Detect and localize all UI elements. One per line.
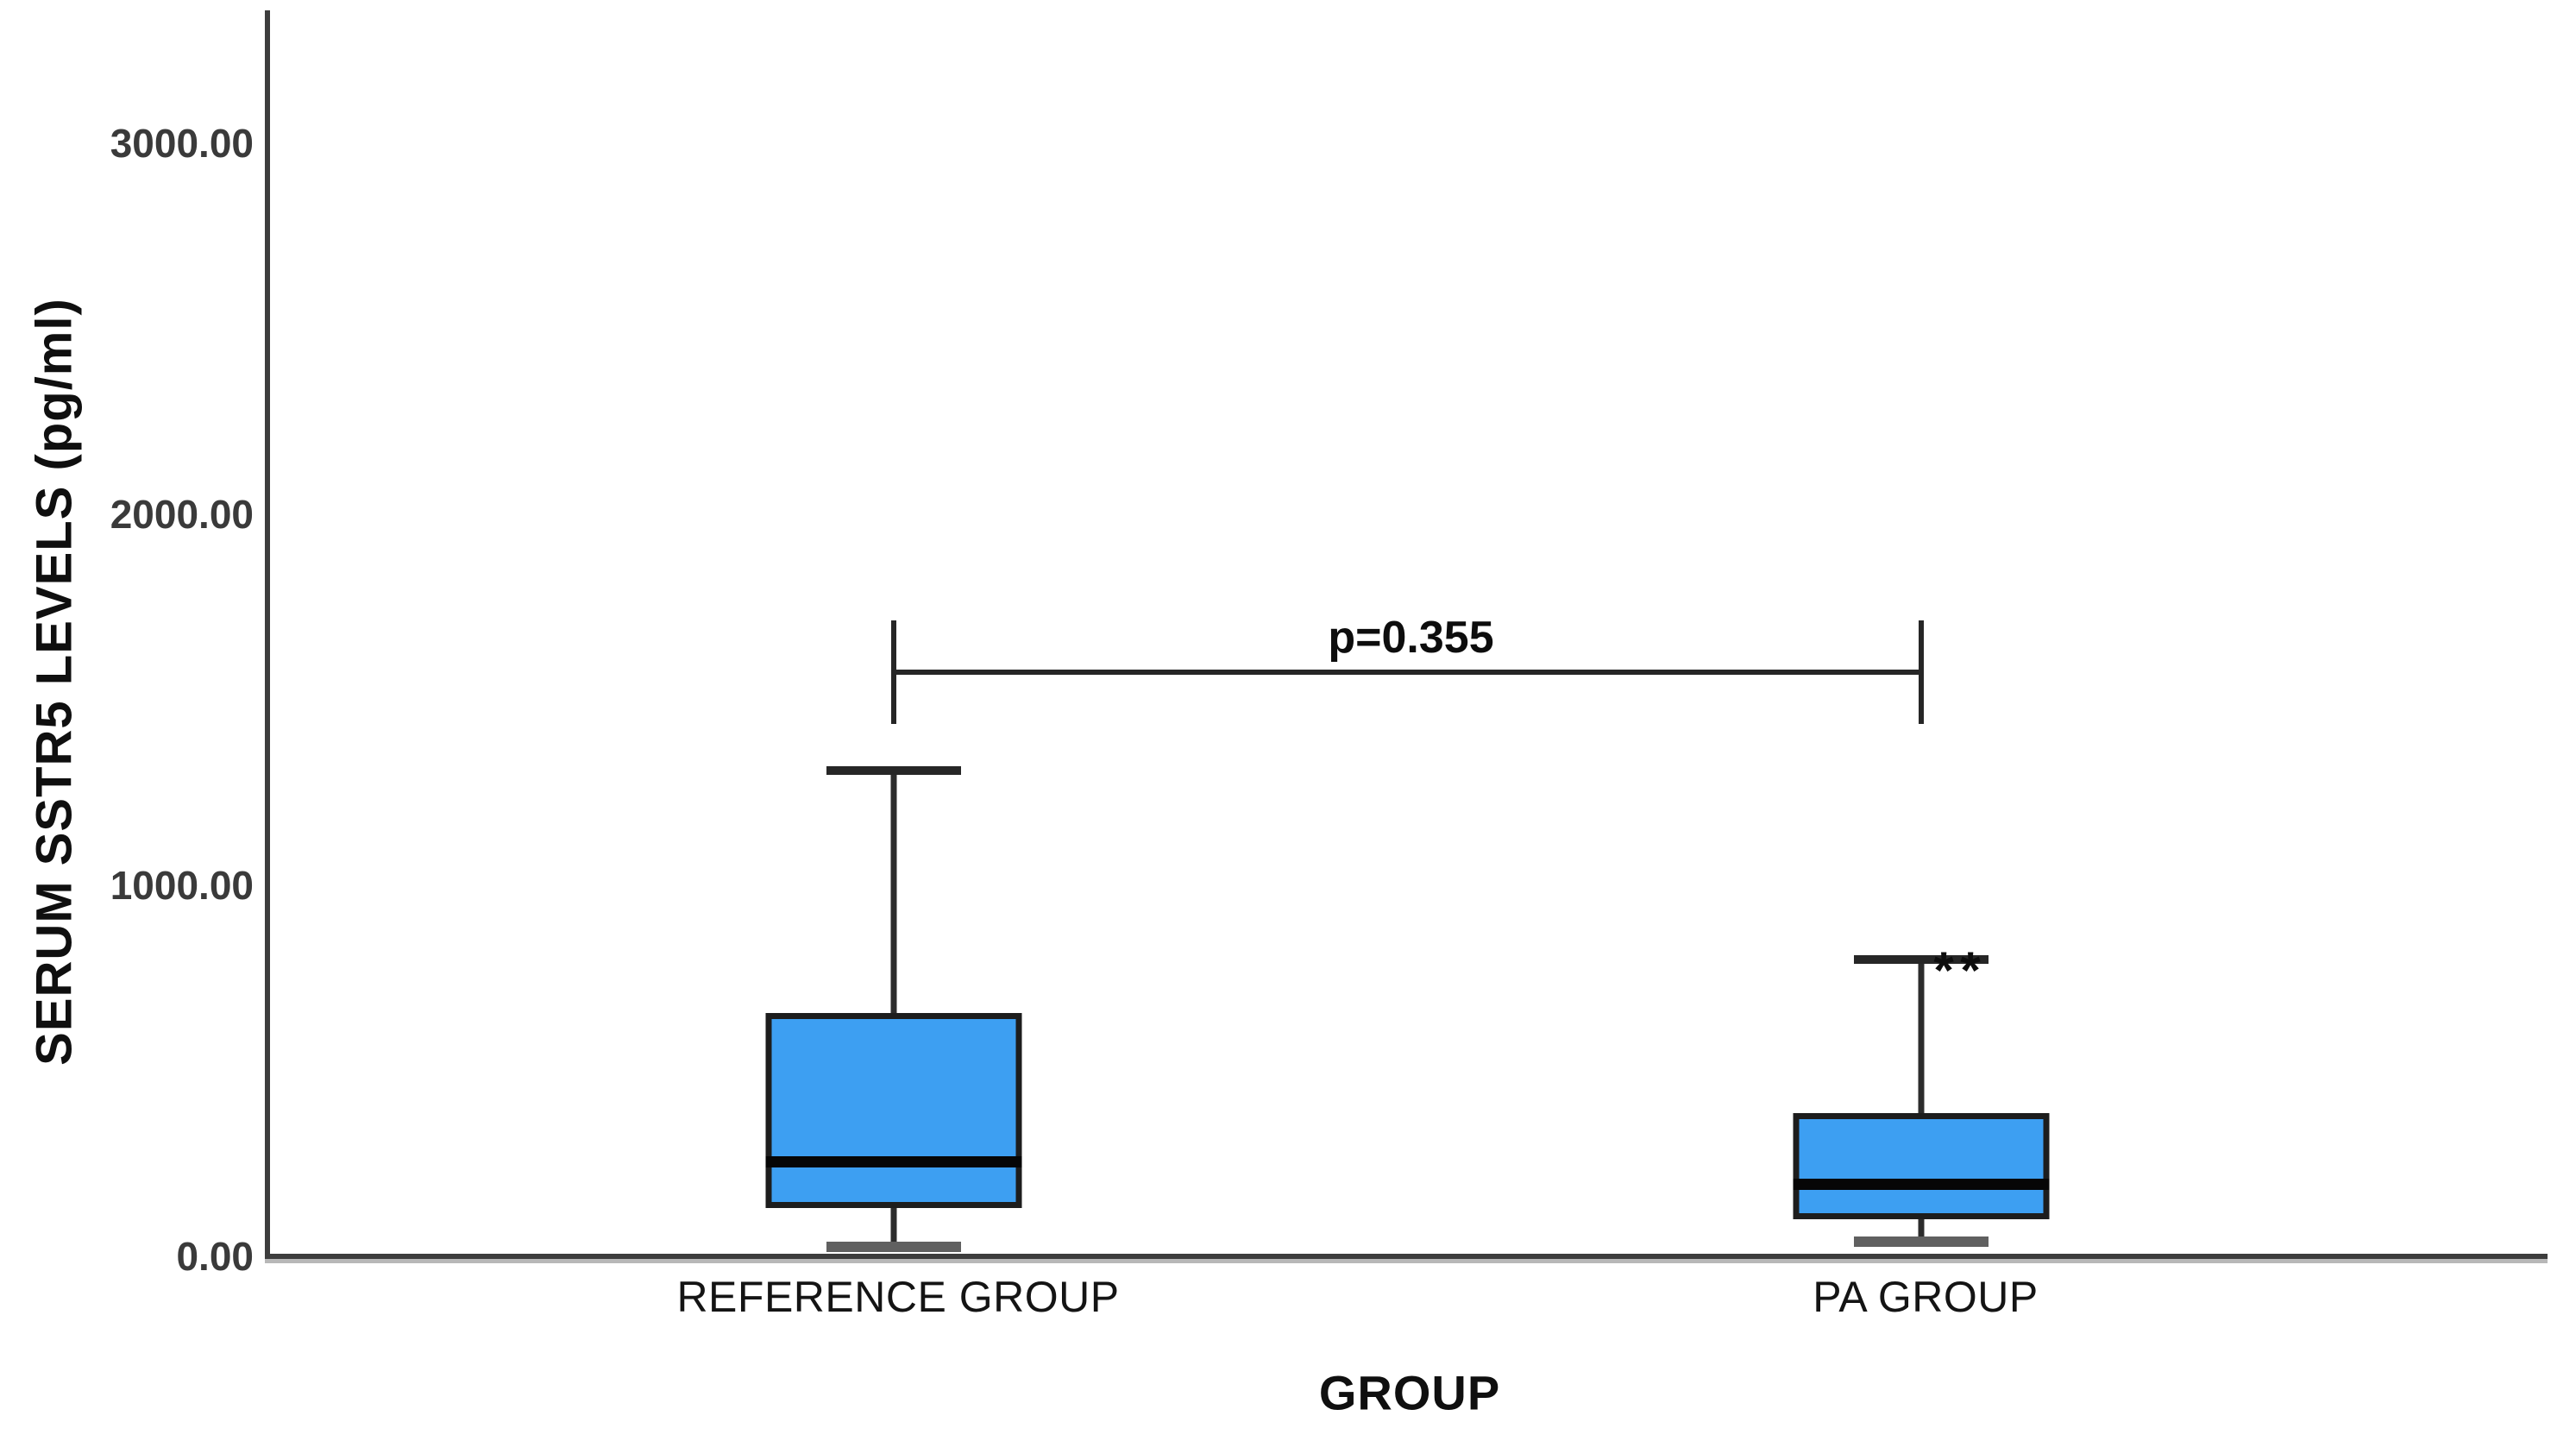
x-axis-title: GROUP bbox=[1318, 1365, 1501, 1420]
y-tick-label: 3000.00 bbox=[110, 121, 254, 166]
upper-whisker-cap bbox=[1854, 955, 1989, 964]
iqr-box bbox=[1793, 1113, 2050, 1219]
lower-whisker bbox=[1918, 1219, 1925, 1242]
significance-bracket-right-end bbox=[1919, 620, 1924, 724]
iqr-box bbox=[765, 1013, 1022, 1208]
lower-whisker-cap bbox=[826, 1242, 961, 1252]
p-value-label: p=0.355 bbox=[1328, 613, 1494, 663]
y-axis-line bbox=[265, 10, 270, 1259]
y-tick-label: 0.00 bbox=[176, 1234, 254, 1279]
lower-whisker bbox=[890, 1208, 897, 1247]
upper-whisker-cap bbox=[826, 766, 961, 775]
upper-whisker bbox=[890, 771, 897, 1013]
significance-bracket-line bbox=[894, 670, 1921, 675]
y-tick-label: 2000.00 bbox=[110, 492, 254, 537]
outlier-marker: * bbox=[1960, 941, 1981, 999]
median-line bbox=[765, 1156, 1022, 1167]
x-category-label: PA GROUP bbox=[1813, 1273, 2039, 1321]
y-tick-label: 1000.00 bbox=[110, 863, 254, 908]
significance-bracket-left-end bbox=[891, 620, 896, 724]
outlier-marker: * bbox=[1933, 941, 1954, 999]
lower-whisker-cap bbox=[1854, 1236, 1989, 1247]
median-line bbox=[1793, 1179, 2050, 1190]
upper-whisker bbox=[1918, 960, 1925, 1113]
x-axis-line bbox=[265, 1254, 2548, 1263]
y-axis-title: SERUM SSTR5 LEVELS (pg/ml) bbox=[26, 298, 83, 1066]
x-category-label: REFERENCE GROUP bbox=[676, 1273, 1120, 1321]
